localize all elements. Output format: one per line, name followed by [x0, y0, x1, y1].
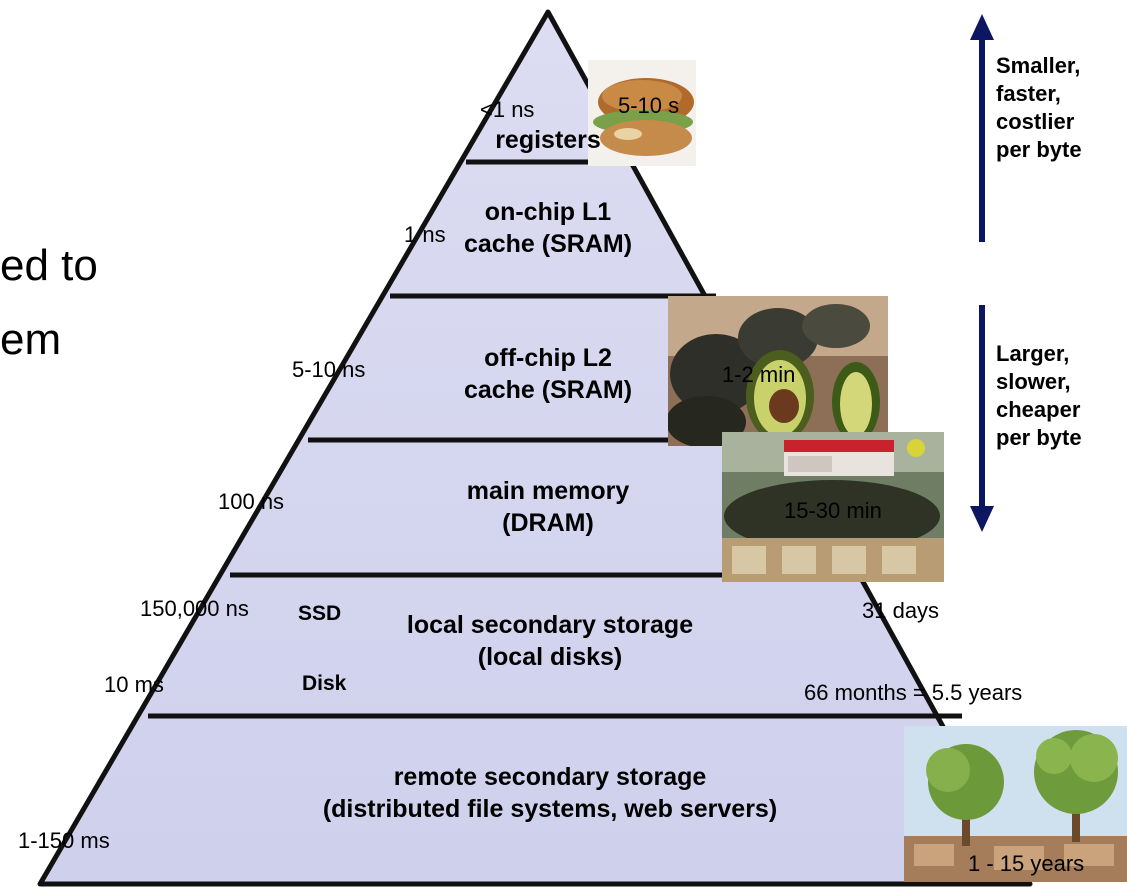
side-note-bottom: Larger, slower, cheaper per byte [996, 340, 1082, 452]
sandwich-photo [588, 60, 696, 166]
avocado-sale-photo [722, 432, 944, 582]
side-note-top-line: per byte [996, 136, 1082, 162]
tier-l1-line2: cache (SRAM) [463, 230, 633, 258]
tier-registers-text: registers [495, 126, 601, 154]
side-note-bottom-line: per byte [996, 424, 1082, 450]
disk-label: Disk [302, 672, 347, 695]
side-note-top-line: faster, [996, 80, 1061, 106]
analogy-ssd: 31 days [862, 598, 940, 623]
tier-label-registers: registers [468, 124, 628, 156]
avocado-photo [668, 296, 888, 446]
latency-ssd: 150,000 ns [140, 596, 249, 621]
up-arrow-head [970, 14, 994, 40]
analogy-main: 15-30 min [784, 498, 882, 523]
tier-l2-line1: off-chip L2 [484, 344, 612, 372]
down-arrow-head [970, 506, 994, 532]
latency-l2: 5-10 ns [292, 357, 366, 382]
tier-label-l1: on-chip L1 cache (SRAM) [418, 196, 678, 260]
side-note-top-line: Smaller, [996, 53, 1081, 78]
tier-label-remote: remote secondary storage (distributed fi… [240, 761, 860, 825]
tier-label-local: local secondary storage (local disks) [340, 609, 760, 673]
latency-registers: <1 ns [480, 97, 535, 122]
tier-l2-line2: cache (SRAM) [463, 376, 633, 404]
side-note-top-line: costlier [996, 108, 1075, 134]
tier-main-line2: (DRAM) [502, 509, 594, 537]
latency-main: 100 ns [218, 489, 285, 514]
latency-remote: 1-150 ms [18, 828, 110, 853]
side-note-bottom-line: slower, [996, 368, 1071, 394]
latency-l1: 1 ns [404, 222, 446, 247]
tier-local-line1: local secondary storage [406, 611, 694, 639]
tier-label-main: main memory (DRAM) [418, 475, 678, 539]
left-partial-text-line2: em [0, 315, 62, 364]
tier-local-line2: (local disks) [477, 643, 623, 671]
tier-remote-line2: (distributed file systems, web servers) [322, 795, 778, 823]
side-note-top: Smaller, faster, costlier per byte [996, 52, 1082, 164]
side-note-bottom-line: Larger, [996, 341, 1070, 366]
tier-remote-line1: remote secondary storage [393, 763, 707, 791]
avocado-tree-photo [904, 726, 1127, 882]
side-note-bottom-line: cheaper [996, 396, 1081, 422]
left-partial-text-line1: ed to [0, 241, 98, 290]
analogy-registers: 5-10 s [618, 93, 680, 118]
latency-disk: 10 ms [104, 672, 164, 697]
ssd-label: SSD [298, 602, 342, 625]
tier-main-line1: main memory [466, 477, 630, 505]
analogy-l2: 1-2 min [722, 362, 796, 387]
analogy-remote: 1 - 15 years [968, 851, 1085, 876]
tier-label-l2: off-chip L2 cache (SRAM) [418, 342, 678, 406]
tier-l1-line1: on-chip L1 [484, 198, 612, 226]
analogy-disk: 66 months = 5.5 years [804, 680, 1023, 705]
